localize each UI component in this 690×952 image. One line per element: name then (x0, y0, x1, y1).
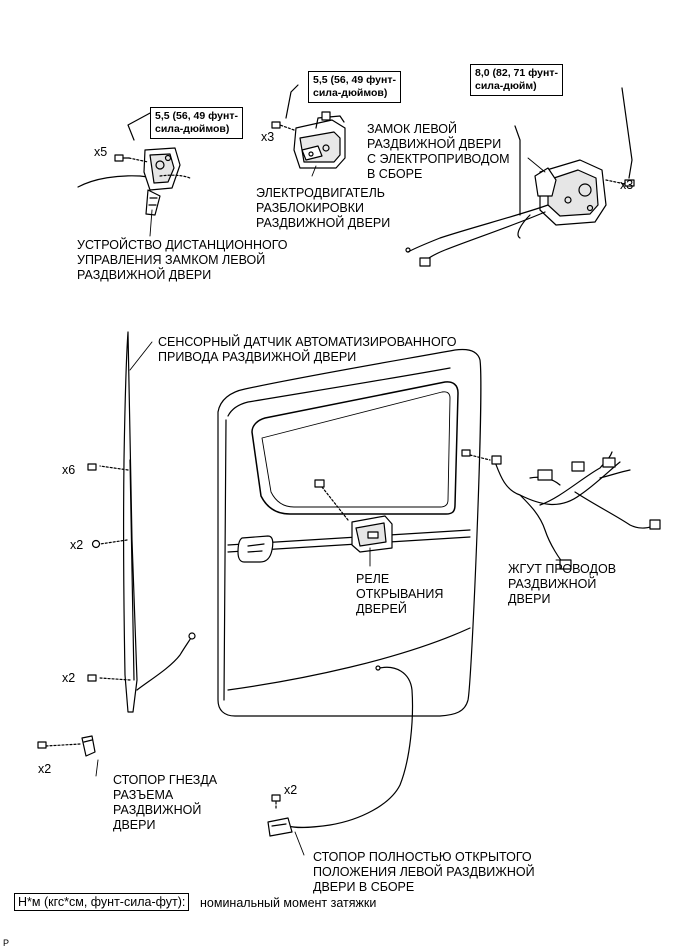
torque-spec-lock-assembly: 8,0 (82, 71 фунт- сила-дюйм) (470, 64, 563, 96)
label-line: ПРИВОДА РАЗДВИЖНОЙ ДВЕРИ (158, 350, 357, 364)
label-line: УПРАВЛЕНИЯ ЗАМКОМ ЛЕВОЙ (77, 253, 266, 267)
label-line: РЕЛЕ (356, 572, 390, 586)
label-door-relay: РЕЛЕ ОТКРЫВАНИЯ ДВЕРЕЙ (356, 572, 443, 617)
label-line: РАЗЪЕМА (113, 788, 174, 802)
power-lock-assembly-bolt (621, 87, 635, 187)
qty-touch-sensor-clips: x2 (70, 538, 84, 552)
door-relay-part (351, 515, 393, 553)
torque-line-2: сила-дюйм) (475, 80, 537, 92)
label-line: ЭЛЕКТРОДВИГАТЕЛЬ (256, 186, 385, 200)
torque-line-1: 5,5 (56, 49 фунт- (313, 74, 396, 86)
label-connector-stopper: СТОПОР ГНЕЗДА РАЗЪЕМА РАЗДВИЖНОЙ ДВЕРИ (113, 773, 217, 833)
sliding-door-part (217, 348, 482, 717)
label-line: СТОПОР ПОЛНОСТЬЮ ОТКРЫТОГО (313, 850, 532, 864)
qty-remote-control-bolts: x5 (94, 145, 108, 159)
label-line: УСТРОЙСТВО ДИСТАНЦИОННОГО (77, 238, 288, 252)
qty-unlock-motor-bolts: x3 (261, 130, 275, 144)
qty-touch-sensor-bolts-bottom: x2 (62, 671, 76, 685)
label-line: РАЗДВИЖНОЙ (113, 803, 202, 817)
remote-control-part (77, 147, 191, 216)
leader-lines (95, 157, 561, 856)
label-line: ДВЕРИ В СБОРЕ (313, 880, 415, 894)
label-line: РАЗДВИЖНОЙ ДВЕРИ (367, 137, 502, 151)
torque-line-2: сила-дюймов) (313, 87, 388, 99)
label-line: ДВЕРЕЙ (356, 602, 407, 616)
legend-separator: : (181, 895, 186, 909)
label-wire-harness: ЖГУТ ПРОВОДОВ РАЗДВИЖНОЙ ДВЕРИ (508, 562, 616, 607)
torque-line-2: сила-дюймов) (155, 123, 230, 135)
label-line: ОТКРЫВАНИЯ (356, 587, 444, 601)
unlock-motor-part (279, 111, 346, 169)
qty-touch-sensor-bolts-top: x6 (62, 463, 76, 477)
label-remote-control: УСТРОЙСТВО ДИСТАНЦИОННОГО УПРАВЛЕНИЯ ЗАМ… (77, 238, 288, 283)
label-line: ЖГУТ ПРОВОДОВ (508, 562, 617, 576)
corner-code: P (3, 938, 10, 948)
touch-sensor-part (99, 331, 196, 713)
label-line: РАЗДВИЖНОЙ ДВЕРИ (77, 268, 212, 282)
label-line: ЗАМОК ЛЕВОЙ (367, 122, 457, 136)
power-lock-assembly-part (405, 125, 626, 267)
torque-spec-unlock-motor: 5,5 (56, 49 фунт- сила-дюймов) (308, 71, 401, 103)
label-fully-open-stopper: СТОПОР ПОЛНОСТЬЮ ОТКРЫТОГО ПОЛОЖЕНИЯ ЛЕВ… (313, 850, 535, 895)
label-line: РАЗДВИЖНОЙ ДВЕРИ (256, 216, 391, 230)
legend-unit-box: Н*м (кгс*см, фунт-сила-фут): (14, 893, 190, 911)
legend-unit: Н*м (кгс*см, фунт-сила-фут) (18, 895, 182, 909)
label-line: С ЭЛЕКТРОПРИВОДОМ (367, 152, 510, 166)
label-unlock-motor: ЭЛЕКТРОДВИГАТЕЛЬ РАЗБЛОКИРОВКИ РАЗДВИЖНО… (256, 186, 390, 231)
qty-connector-stopper-bolts: x2 (38, 762, 52, 776)
label-line: РАЗБЛОКИРОВКИ (256, 201, 365, 215)
label-line: РАЗДВИЖНОЙ (508, 577, 597, 591)
legend-description: номинальный момент затяжки (200, 896, 377, 910)
torque-line-1: 8,0 (82, 71 фунт- (475, 67, 558, 79)
fully-open-stopper-part (267, 666, 414, 837)
label-line: ПОЛОЖЕНИЯ ЛЕВОЙ РАЗДВИЖНОЙ (313, 865, 535, 879)
remote-control-bolt (114, 111, 153, 163)
qty-lock-assembly-bolts: x3 (620, 178, 634, 192)
label-line: В СБОРЕ (367, 167, 423, 181)
unlock-motor-bolt (271, 84, 299, 129)
torque-line-1: 5,5 (56, 49 фунт- (155, 110, 238, 122)
label-line: СТОПОР ГНЕЗДА (113, 773, 218, 787)
connector-stopper-part (37, 735, 96, 757)
torque-spec-remote-control: 5,5 (56, 49 фунт- сила-дюймов) (150, 107, 243, 139)
label-line: ДВЕРИ (508, 592, 551, 606)
wire-harness-part (461, 449, 661, 570)
label-lock-assembly: ЗАМОК ЛЕВОЙ РАЗДВИЖНОЙ ДВЕРИ С ЭЛЕКТРОПР… (367, 122, 510, 182)
label-line: СЕНСОРНЫЙ ДАТЧИК АВТОМАТИЗИРОВАННОГО (158, 335, 457, 349)
label-touch-sensor: СЕНСОРНЫЙ ДАТЧИК АВТОМАТИЗИРОВАННОГО ПРИ… (158, 335, 456, 365)
label-line: ДВЕРИ (113, 818, 156, 832)
qty-fully-open-stopper-bolts: x2 (284, 783, 298, 797)
touch-sensor-fasteners (87, 463, 101, 682)
